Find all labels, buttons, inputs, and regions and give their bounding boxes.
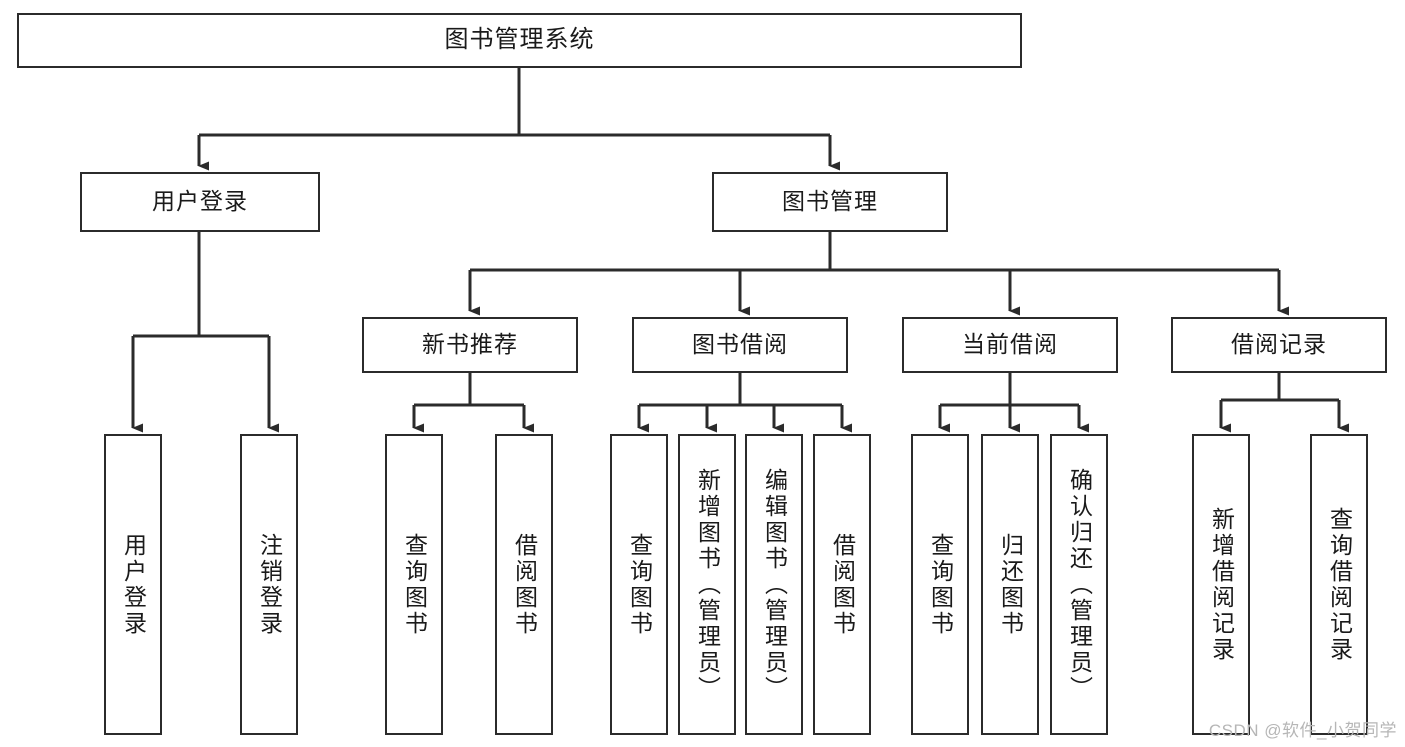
leaf-borrow-edit-book-admin[interactable]: 编辑图书（管理员）	[745, 434, 803, 735]
node-label: 查询图书	[927, 532, 954, 637]
node-label: 查询借阅记录	[1326, 506, 1353, 663]
leaf-borrow-query-books[interactable]: 查询图书	[610, 434, 668, 735]
leaf-user-login-sign-out[interactable]: 注销登录	[240, 434, 298, 735]
node-label: 查询图书	[401, 532, 428, 637]
node-label: 查询图书	[626, 532, 653, 637]
node-current-borrow[interactable]: 当前借阅	[902, 317, 1118, 373]
node-label: 归还图书	[997, 532, 1024, 637]
node-label: 新书推荐	[422, 331, 518, 358]
leaf-current-return-books[interactable]: 归还图书	[981, 434, 1039, 735]
node-label: 确认归还（管理员）	[1066, 467, 1093, 702]
node-root-book-management-system[interactable]: 图书管理系统	[17, 13, 1022, 68]
node-label: 图书管理	[782, 188, 878, 215]
leaf-records-query-record[interactable]: 查询借阅记录	[1310, 434, 1368, 735]
node-label: 当前借阅	[962, 331, 1058, 358]
node-label: 借阅图书	[511, 532, 538, 637]
node-label: 新增图书（管理员）	[694, 467, 721, 702]
node-new-book-recommend[interactable]: 新书推荐	[362, 317, 578, 373]
node-label: 编辑图书（管理员）	[761, 467, 788, 702]
leaf-borrow-borrow-books[interactable]: 借阅图书	[813, 434, 871, 735]
leaf-current-confirm-return-admin[interactable]: 确认归还（管理员）	[1050, 434, 1108, 735]
node-borrow-records[interactable]: 借阅记录	[1171, 317, 1387, 373]
leaf-user-login-sign-in[interactable]: 用户登录	[104, 434, 162, 735]
node-user-login[interactable]: 用户登录	[80, 172, 320, 232]
leaf-records-add-record[interactable]: 新增借阅记录	[1192, 434, 1250, 735]
watermark-text: CSDN @软件_小贺同学	[1208, 721, 1397, 740]
leaf-borrow-add-book-admin[interactable]: 新增图书（管理员）	[678, 434, 736, 735]
node-book-borrow[interactable]: 图书借阅	[632, 317, 848, 373]
leaf-new-book-query-books[interactable]: 查询图书	[385, 434, 443, 735]
node-label: 用户登录	[152, 188, 248, 215]
node-label: 用户登录	[120, 532, 147, 637]
node-label: 借阅图书	[829, 532, 856, 637]
node-label: 图书借阅	[692, 331, 788, 358]
node-label: 借阅记录	[1231, 331, 1327, 358]
node-label: 注销登录	[256, 532, 283, 637]
node-label: 新增借阅记录	[1208, 506, 1235, 663]
node-label: 图书管理系统	[444, 26, 595, 54]
leaf-new-book-borrow-books[interactable]: 借阅图书	[495, 434, 553, 735]
node-book-management[interactable]: 图书管理	[712, 172, 948, 232]
leaf-current-query-books[interactable]: 查询图书	[911, 434, 969, 735]
